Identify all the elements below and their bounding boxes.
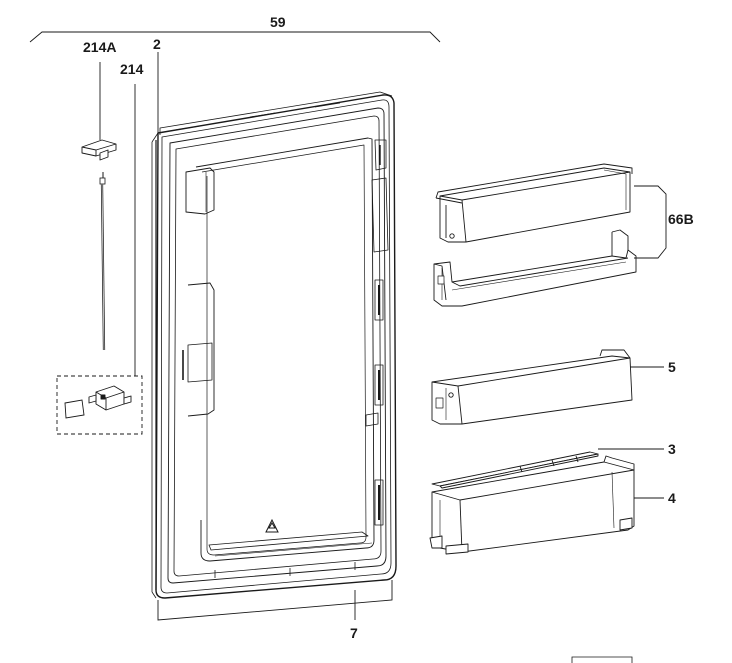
bottom-shelf bbox=[429, 455, 635, 555]
label-7: 7 bbox=[350, 625, 358, 641]
label-59: 59 bbox=[270, 14, 286, 30]
switch-pad bbox=[64, 399, 85, 419]
label-214a: 214A bbox=[83, 39, 116, 55]
recycle-logo-icon bbox=[265, 518, 279, 533]
bracket-7 bbox=[157, 580, 393, 621]
middle-shelf bbox=[431, 349, 633, 425]
shelf-lid-strip bbox=[431, 451, 599, 489]
cover-cap-214a bbox=[81, 139, 117, 161]
label-214: 214 bbox=[120, 61, 144, 77]
label-5: 5 bbox=[668, 359, 676, 375]
label-66b: 66B bbox=[668, 211, 694, 227]
door-frame bbox=[151, 91, 397, 599]
door-switch bbox=[88, 385, 132, 411]
corner-mark bbox=[571, 656, 633, 663]
switch-kit-box bbox=[56, 375, 143, 435]
label-4: 4 bbox=[668, 490, 676, 506]
upper-shelf-tray bbox=[433, 229, 637, 307]
bracket-66b bbox=[634, 185, 667, 259]
label-3: 3 bbox=[668, 441, 676, 457]
connector-rod bbox=[99, 172, 106, 351]
label-2: 2 bbox=[153, 36, 161, 52]
upper-shelf-lid bbox=[435, 163, 633, 243]
assembly-bracket-59 bbox=[29, 31, 441, 43]
